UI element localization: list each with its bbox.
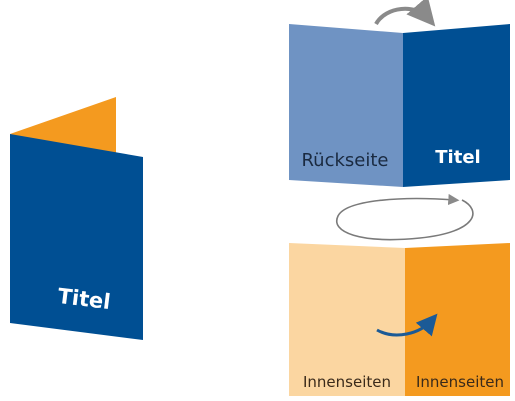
inner-left-label: Innenseiten	[303, 373, 391, 391]
left-folded-brochure: Titel	[10, 97, 143, 340]
rotate-arrow	[332, 193, 478, 245]
inner-right-panel	[405, 243, 510, 396]
flip-arrow-top	[374, 0, 436, 27]
inner-right-label: Innenseiten	[416, 373, 504, 391]
inner-left-panel	[289, 243, 405, 396]
outer-spread: Rückseite Titel	[289, 0, 510, 187]
turn-arrow-blue	[376, 313, 438, 337]
back-page-panel	[289, 24, 403, 187]
title-page-label: Titel	[435, 147, 480, 168]
front-cover-panel	[10, 134, 143, 340]
title-page-panel	[403, 24, 510, 187]
inner-spread: Innenseiten Innenseiten	[289, 243, 510, 396]
back-page-label: Rückseite	[301, 150, 388, 171]
